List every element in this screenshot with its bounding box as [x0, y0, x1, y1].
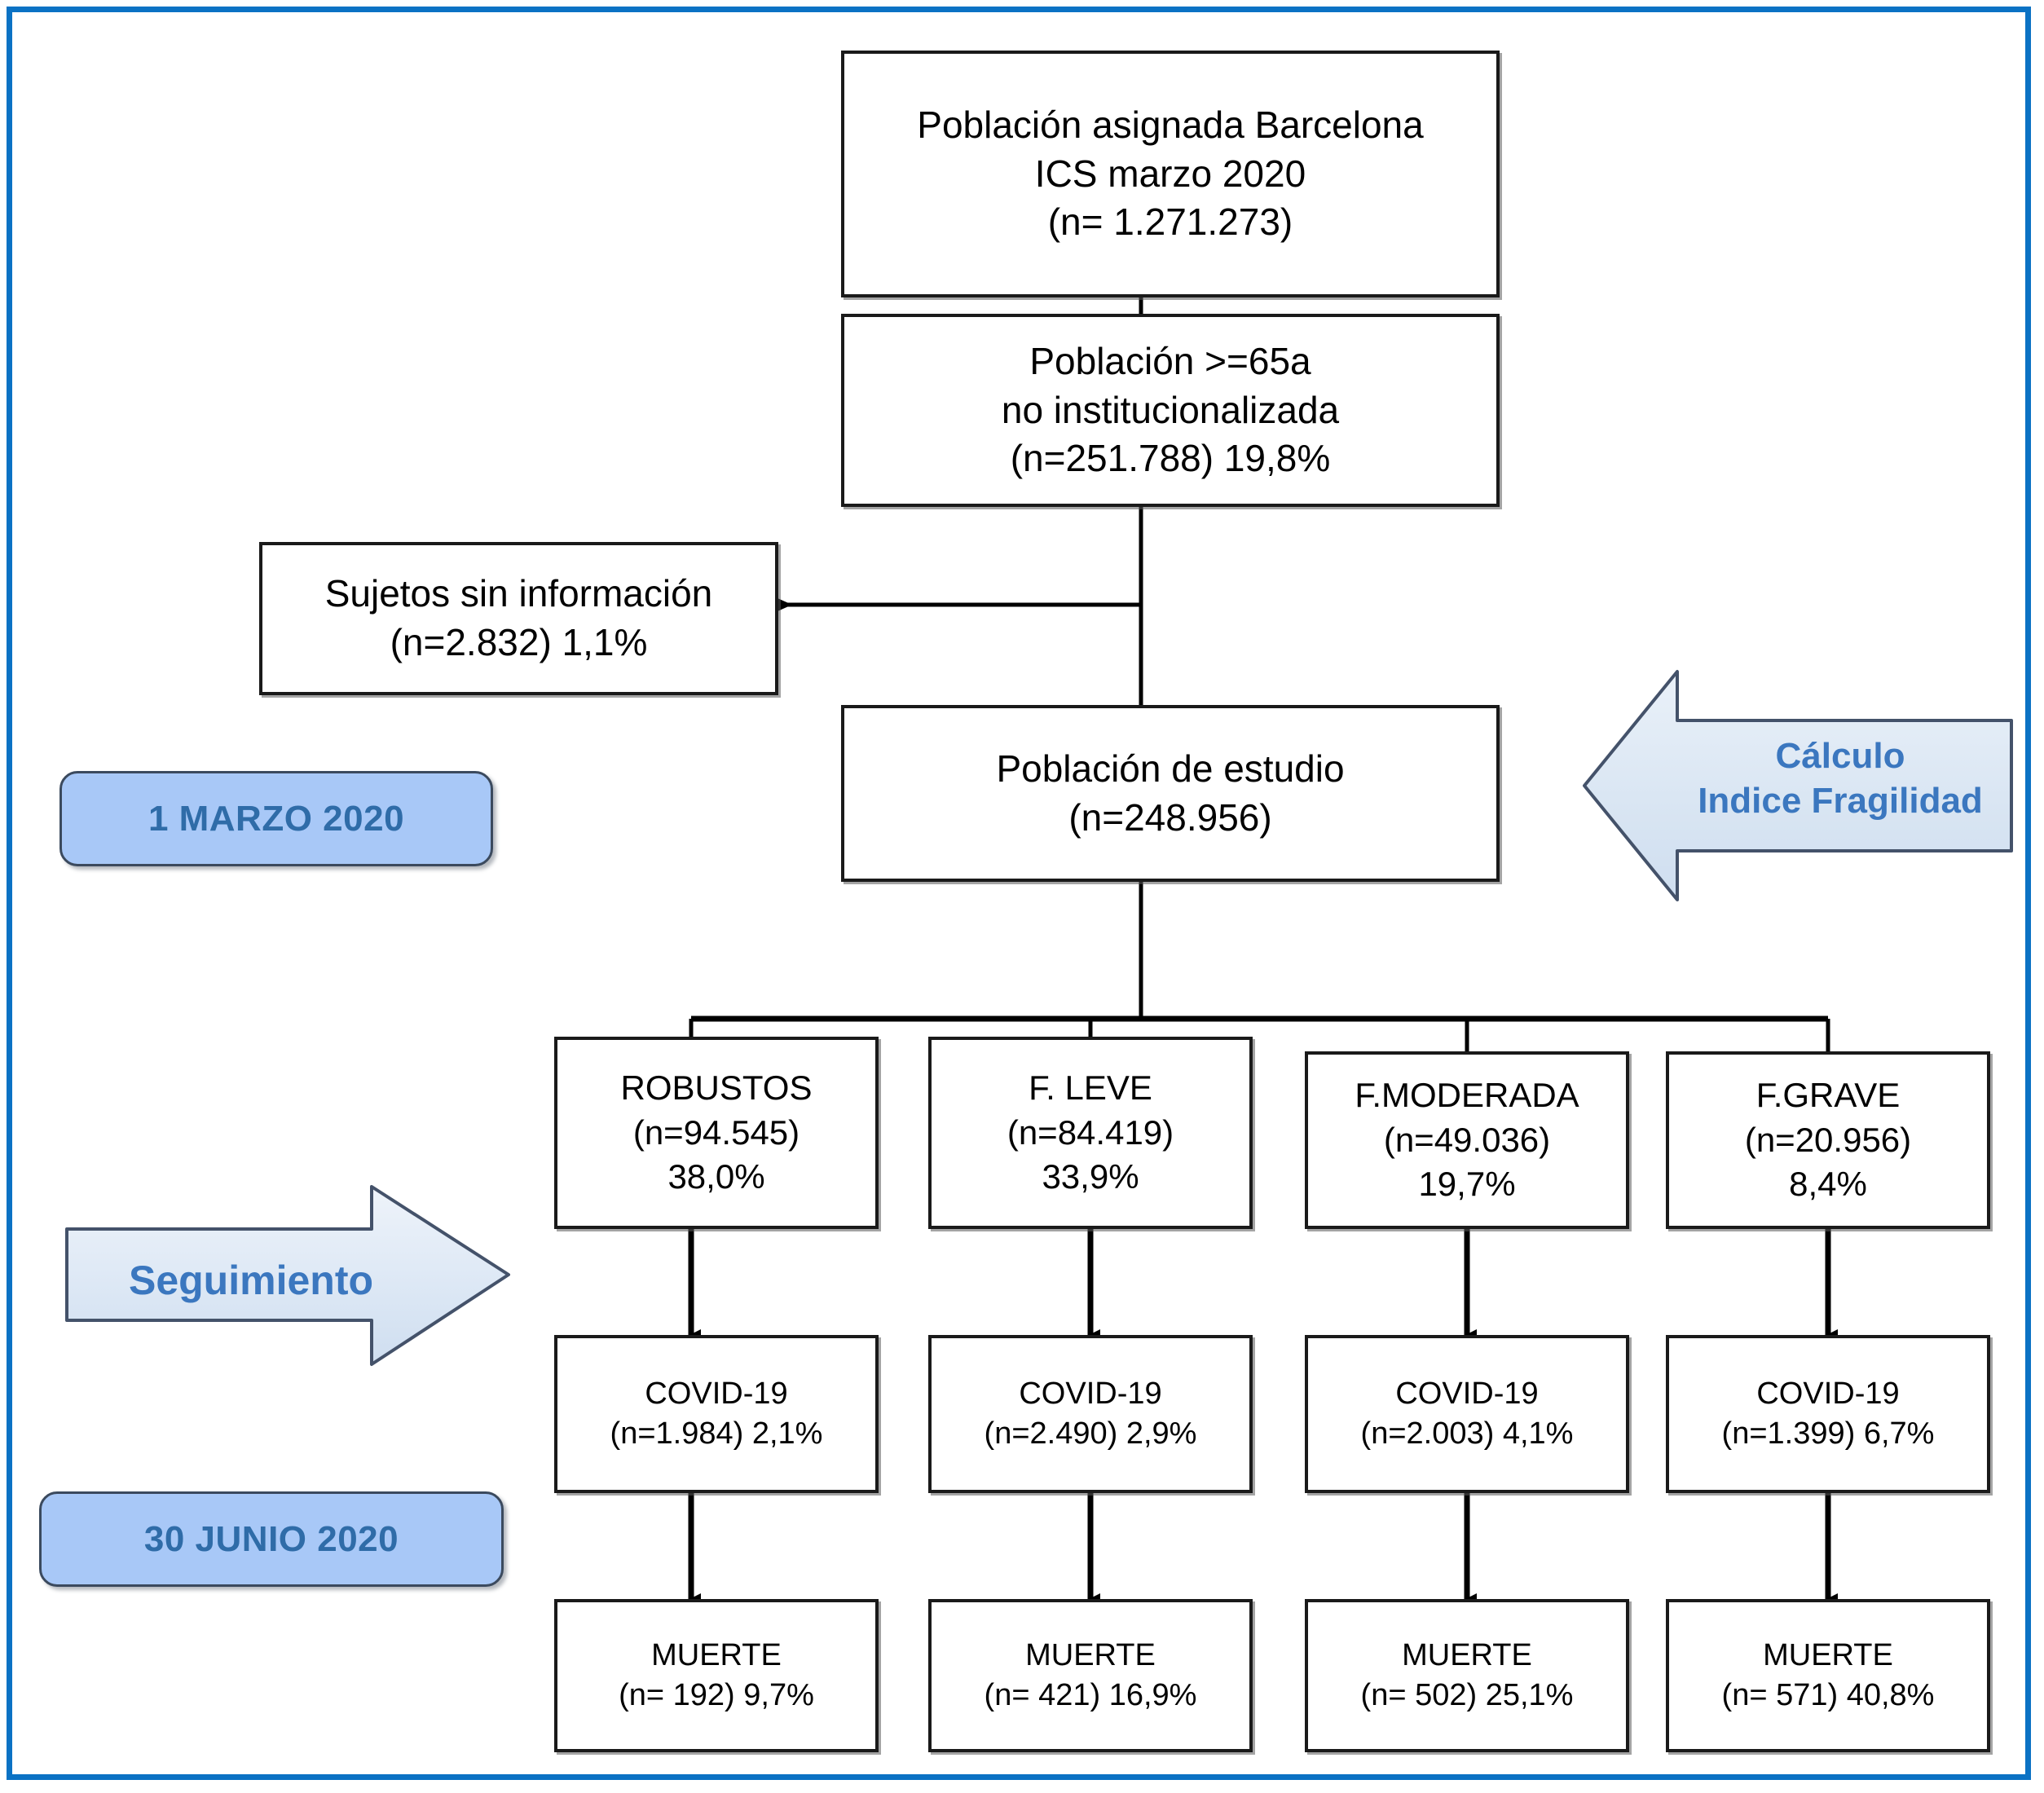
callout-seguimiento: Seguimiento [64, 1182, 512, 1369]
covid-detail-3: (n=2.003) 4,1% [1360, 1416, 1574, 1451]
node-group-f-leve: F. LEVE (n=84.419) 33,9% [928, 1037, 1253, 1229]
study-population-line1: Población de estudio [996, 747, 1345, 790]
death-detail-4: (n= 571) 40,8% [1721, 1678, 1935, 1712]
death-label-3: MUERTE [1402, 1637, 1532, 1672]
death-label-1: MUERTE [651, 1637, 782, 1672]
left-arrow-shape-icon [1583, 670, 2013, 901]
group-pct-4: 8,4% [1789, 1165, 1867, 1204]
group-label-4: F.GRAVE [1755, 1076, 1901, 1115]
group-pct-1: 38,0% [667, 1157, 765, 1196]
covid-label-3: COVID-19 [1395, 1376, 1539, 1411]
group-label-1: ROBUSTOS [620, 1068, 813, 1108]
callout-calculo-line2: Indice Fragilidad [1698, 781, 1983, 821]
badge-end-date: 30 JUNIO 2020 [39, 1491, 504, 1587]
node-source-population: Población asignada Barcelona ICS marzo 2… [841, 51, 1500, 297]
covid-label-1: COVID-19 [645, 1376, 788, 1411]
node-covid-col-4: COVID-19 (n=1.399) 6,7% [1666, 1335, 1990, 1493]
callout-calculo-indice-fragilidad: Cálculo Indice Fragilidad [1581, 667, 2015, 905]
covid-label-4: COVID-19 [1756, 1376, 1900, 1411]
study-population-line2: (n=248.956) [1068, 795, 1272, 839]
covid-detail-2: (n=2.490) 2,9% [984, 1416, 1197, 1451]
node-death-col-1: MUERTE (n= 192) 9,7% [554, 1599, 879, 1752]
node-death-col-4: MUERTE (n= 571) 40,8% [1666, 1599, 1990, 1752]
group-n-2: (n=84.419) [1007, 1112, 1174, 1152]
source-population-line2: ICS marzo 2020 [1034, 152, 1306, 195]
covid-detail-1: (n=1.984) 2,1% [610, 1416, 823, 1451]
covid-label-2: COVID-19 [1019, 1376, 1162, 1411]
death-label-2: MUERTE [1025, 1637, 1156, 1672]
node-study-population: Población de estudio (n=248.956) [841, 705, 1500, 882]
group-label-2: F. LEVE [1029, 1068, 1152, 1108]
death-detail-3: (n= 502) 25,1% [1360, 1678, 1574, 1712]
badge-start-date: 1 MARZO 2020 [59, 771, 493, 866]
excluded-subjects-line1: Sujetos sin información [324, 572, 713, 615]
excluded-subjects-line2: (n=2.832) 1,1% [390, 621, 648, 663]
group-pct-3: 19,7% [1418, 1165, 1516, 1204]
group-n-3: (n=49.036) [1383, 1120, 1551, 1159]
death-label-4: MUERTE [1763, 1637, 1893, 1672]
right-arrow-shape-icon [65, 1185, 510, 1366]
group-n-1: (n=94.545) [632, 1112, 800, 1152]
source-population-line1: Población asignada Barcelona [917, 103, 1424, 146]
node-death-col-2: MUERTE (n= 421) 16,9% [928, 1599, 1253, 1752]
node-covid-col-2: COVID-19 (n=2.490) 2,9% [928, 1335, 1253, 1493]
callout-calculo-label: Cálculo Indice Fragilidad [1677, 734, 2003, 823]
elderly-population-line3: (n=251.788) 19,8% [1010, 437, 1331, 480]
death-detail-1: (n= 192) 9,7% [619, 1678, 814, 1712]
source-population-line3: (n= 1.271.273) [1047, 200, 1293, 244]
node-group-robustos: ROBUSTOS (n=94.545) 38,0% [554, 1037, 879, 1229]
elderly-population-line1: Población >=65a [1029, 339, 1311, 382]
group-pct-2: 33,9% [1042, 1157, 1139, 1196]
node-covid-col-3: COVID-19 (n=2.003) 4,1% [1305, 1335, 1629, 1493]
elderly-population-line2: no institucionalizada [1001, 388, 1340, 431]
node-covid-col-1: COVID-19 (n=1.984) 2,1% [554, 1335, 879, 1493]
group-label-3: F.MODERADA [1355, 1076, 1579, 1115]
callout-seguimiento-label: Seguimiento [128, 1258, 374, 1303]
covid-detail-4: (n=1.399) 6,7% [1721, 1416, 1935, 1451]
node-elderly-population: Población >=65a no institucionalizada (n… [841, 314, 1500, 507]
node-death-col-3: MUERTE (n= 502) 25,1% [1305, 1599, 1629, 1752]
node-group-f-grave: F.GRAVE (n=20.956) 8,4% [1666, 1051, 1990, 1229]
group-n-4: (n=20.956) [1744, 1120, 1912, 1159]
death-detail-2: (n= 421) 16,9% [984, 1678, 1197, 1712]
callout-calculo-line1: Cálculo [1775, 736, 1905, 776]
node-excluded-subjects: Sujetos sin información (n=2.832) 1,1% [259, 542, 778, 695]
node-group-f-moderada: F.MODERADA (n=49.036) 19,7% [1305, 1051, 1629, 1229]
